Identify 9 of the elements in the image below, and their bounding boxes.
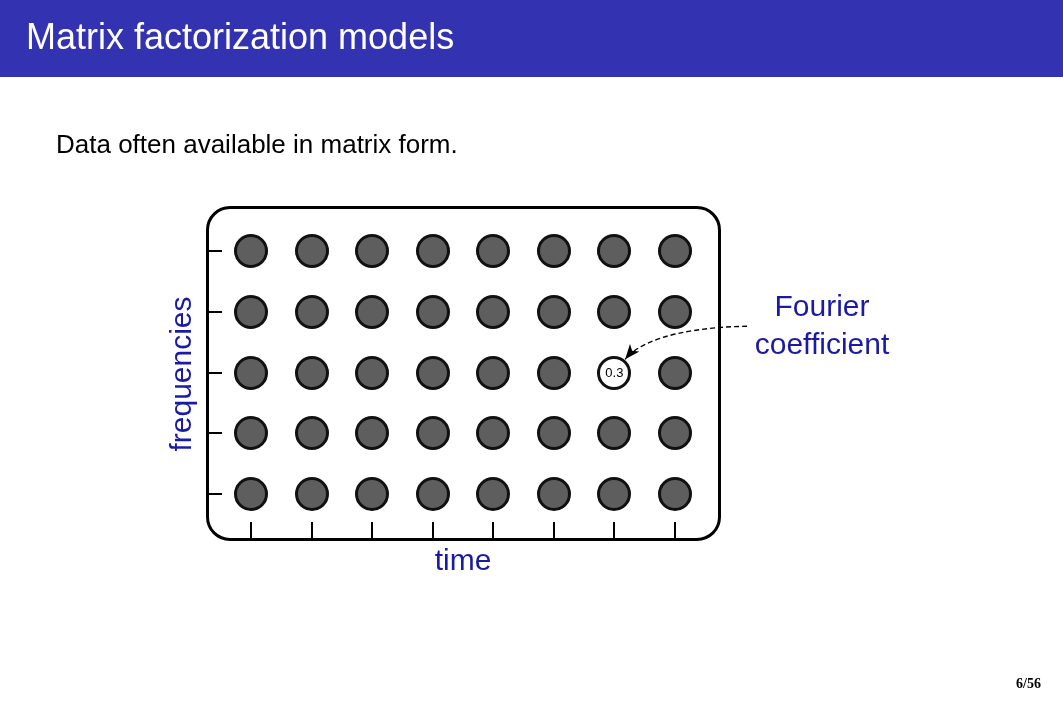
leader-arrow — [624, 325, 748, 361]
entry-value: 0.3 — [605, 366, 624, 379]
axis-label: time — [434, 543, 492, 577]
callout-label: Fourier coefficient — [747, 287, 897, 363]
slide-title: Matrix factorization models — [26, 16, 455, 58]
page-number: 6/56 — [1016, 676, 1041, 692]
axis-label: frequencies — [164, 295, 198, 452]
body-text: Data often available in matrix form. — [56, 128, 458, 160]
matrix-frame — [206, 206, 721, 541]
